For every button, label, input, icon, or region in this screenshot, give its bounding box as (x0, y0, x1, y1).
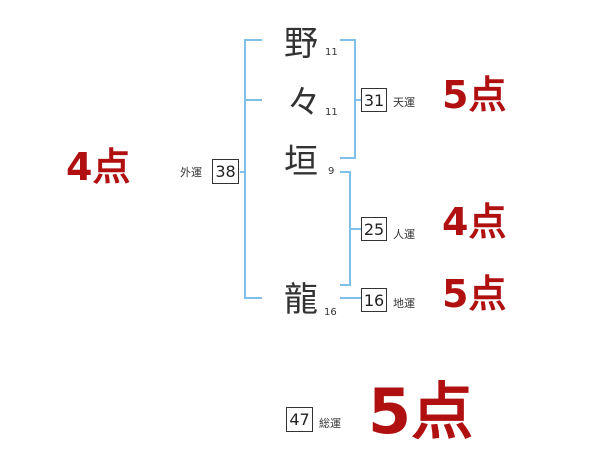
sou-un-label: 総運 (319, 417, 341, 430)
name-char-2: 々 (287, 83, 321, 123)
stroke-count-2: 11 (325, 107, 338, 118)
chi-un-label: 地運 (393, 297, 415, 310)
name-char-4: 龍 (284, 280, 318, 320)
ten-un-value-box: 31 (361, 88, 387, 112)
gai-un-score: 4点 (66, 145, 131, 189)
chi-un-value-box: 16 (361, 288, 387, 312)
jin-un-score: 4点 (442, 200, 507, 244)
gai-un-label: 外運 (180, 166, 202, 179)
stroke-count-4: 16 (324, 307, 337, 318)
ten-un-label: 天運 (393, 96, 415, 109)
jin-un-value-box: 25 (361, 217, 387, 241)
jin-un-label: 人運 (393, 228, 415, 241)
sou-un-score: 5点 (368, 375, 474, 448)
gai-un-value-box: 38 (212, 159, 239, 184)
ten-un-score: 5点 (442, 73, 507, 117)
stroke-count-1: 11 (325, 47, 338, 58)
chi-un-score: 5点 (442, 272, 507, 316)
name-char-3: 垣 (284, 142, 318, 182)
sou-un-value-box: 47 (286, 407, 313, 432)
stroke-count-3: 9 (328, 166, 335, 177)
name-char-1: 野 (284, 24, 318, 64)
